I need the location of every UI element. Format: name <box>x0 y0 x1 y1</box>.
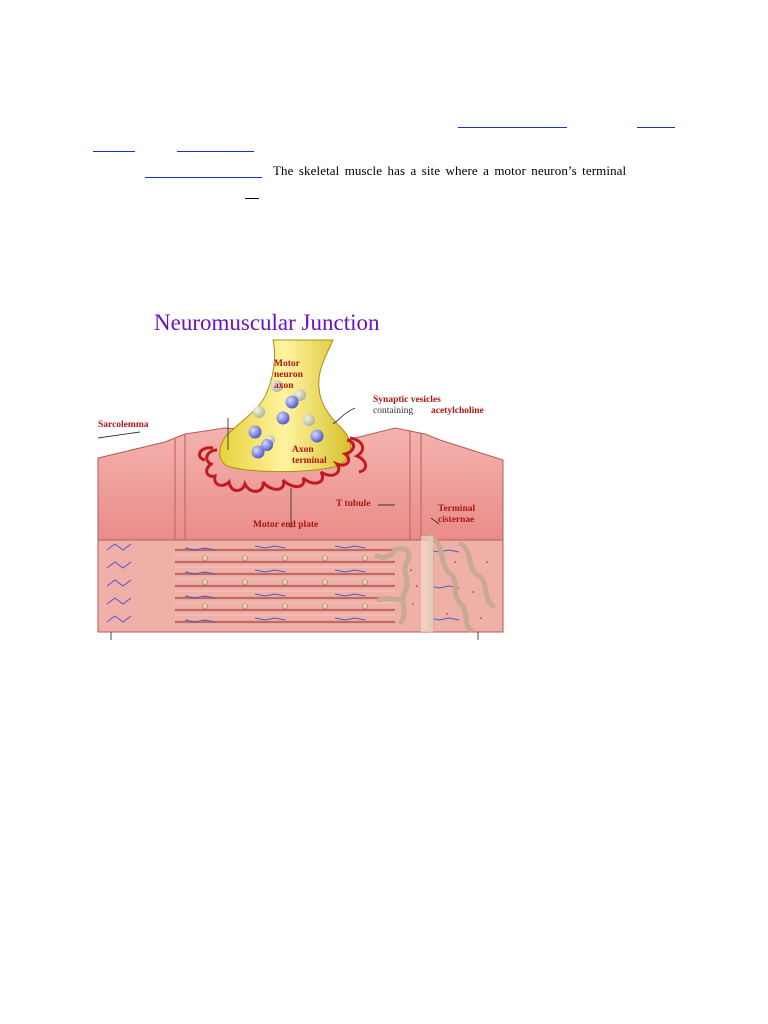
figure-title: Neuromuscular Junction <box>154 310 380 335</box>
neuromuscular-junction-illustration <box>97 339 504 640</box>
label-t-tubule: T tubule <box>336 499 371 509</box>
label-terminal-cisternae: Terminal cisternae <box>438 504 476 525</box>
label-motor-end-plate: Motor end plate <box>253 520 319 530</box>
paragraph-text: The skeletal muscle has a site where a m… <box>273 163 627 178</box>
label-motor-neuron-axon: Motor neuron axon <box>274 359 303 391</box>
label-axon-terminal: Axon terminal <box>292 445 327 466</box>
text-fragment-dash <box>245 198 259 199</box>
label-containing: containing <box>373 406 414 416</box>
neuromuscular-junction-figure: Neuromuscular Junction Motor neuron axon… <box>95 300 505 640</box>
link-underline-1[interactable] <box>458 127 567 128</box>
link-underline-5[interactable] <box>145 177 262 178</box>
link-underline-4[interactable] <box>177 151 254 152</box>
link-underline-3[interactable] <box>93 151 135 152</box>
label-synaptic-vesicles: Synaptic vesicles <box>373 395 441 405</box>
link-underline-2[interactable] <box>637 127 675 128</box>
label-acetylcholine: acetylcholine <box>431 406 484 416</box>
label-sarcolemma: Sarcolemma <box>98 420 149 430</box>
